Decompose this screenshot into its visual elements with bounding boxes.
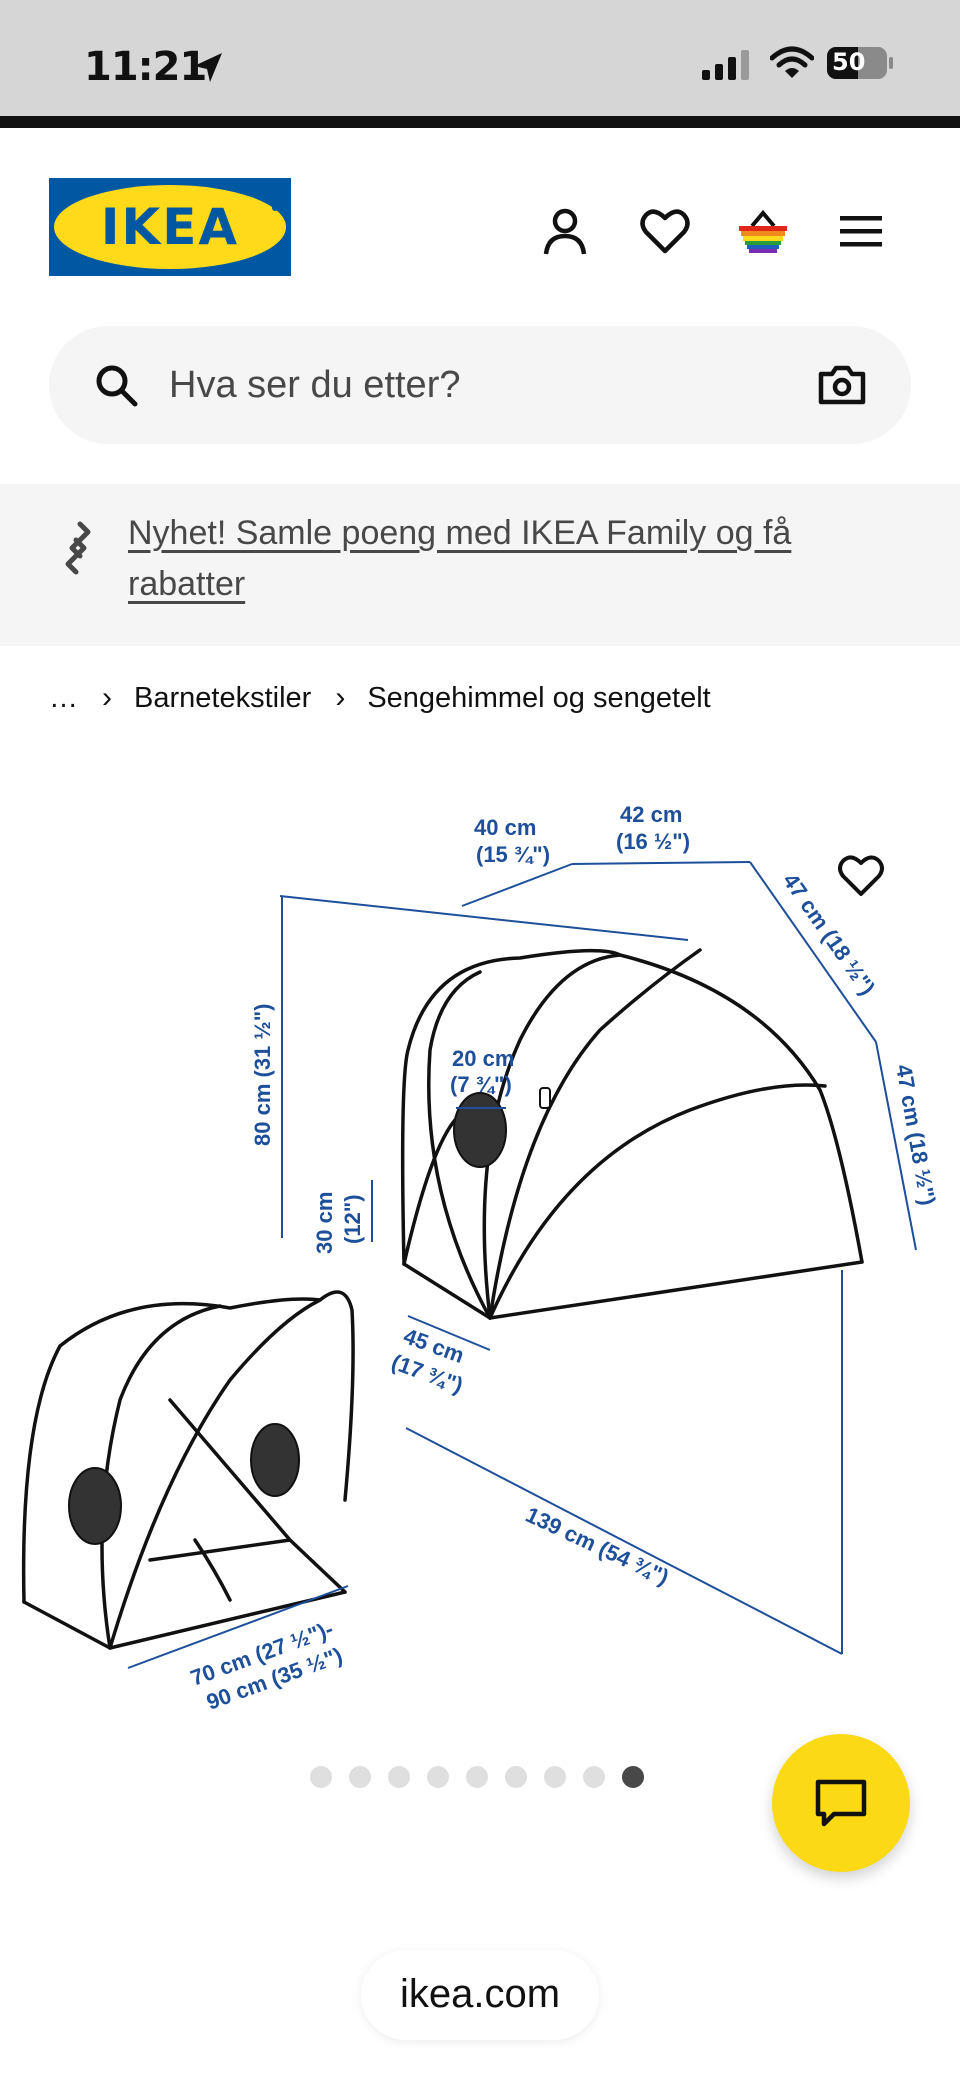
battery-level: 50	[832, 48, 866, 76]
ikea-logo[interactable]: IKEA	[49, 178, 291, 276]
menu-icon[interactable]	[834, 204, 888, 258]
dim-window-in: (7 ¾")	[450, 1072, 512, 1097]
carousel-dot[interactable]	[505, 1766, 527, 1788]
dim-window-cm: 20 cm	[452, 1046, 514, 1071]
carousel-dot[interactable]	[388, 1766, 410, 1788]
chevron-right-icon: ›	[335, 681, 346, 714]
breadcrumb-ellipsis[interactable]: …	[49, 681, 78, 714]
url-bar[interactable]: ikea.com	[361, 1950, 599, 2040]
camera-icon[interactable]	[817, 362, 867, 408]
carousel-dot[interactable]	[310, 1766, 332, 1788]
breadcrumb-item-sengehimmel[interactable]: Sengehimmel og sengetelt	[367, 681, 711, 714]
breadcrumb: … › Barnetekstiler › Sengehimmel og seng…	[49, 676, 711, 720]
dim-length: 139 cm (54 ¾")	[522, 1502, 673, 1590]
search-icon	[96, 365, 138, 407]
basket-icon[interactable]	[736, 204, 790, 258]
carousel-dot[interactable]	[349, 1766, 371, 1788]
dim-depth-top-a-cm: 40 cm	[474, 815, 536, 840]
url-text: ikea.com	[399, 1972, 561, 2016]
carousel-dot-active[interactable]	[622, 1766, 644, 1788]
chevron-right-icon: ›	[102, 681, 112, 714]
location-arrow-icon	[194, 53, 222, 82]
dim-side-cm: 30 cm	[312, 1192, 337, 1254]
battery-icon: 50	[826, 46, 894, 80]
promo-banner[interactable]: Nyhet! Samle poeng med IKEA Family og få…	[0, 484, 960, 646]
svg-text:IKEA: IKEA	[101, 198, 239, 256]
add-to-favorites-heart-icon[interactable]	[836, 852, 886, 898]
promo-link[interactable]: Nyhet! Samle poeng med IKEA Family og få…	[128, 514, 792, 603]
carousel-dot[interactable]	[544, 1766, 566, 1788]
link-icon	[65, 521, 91, 575]
browser-edge	[0, 116, 960, 128]
wifi-icon	[770, 46, 814, 78]
product-image[interactable]: 40 cm (15 ¾") 42 cm (16 ½") 47 cm (18 ½"…	[0, 760, 960, 1740]
dim-depth-top-a-in: (15 ¾")	[476, 842, 550, 867]
site-header: IKEA	[0, 128, 960, 318]
dim-depth-top-b-cm: 42 cm	[620, 802, 682, 827]
heart-icon[interactable]	[638, 204, 692, 258]
breadcrumb-item-barnetekstiler[interactable]: Barnetekstiler	[134, 681, 312, 714]
carousel-dot[interactable]	[583, 1766, 605, 1788]
search-bar[interactable]: Hva ser du etter?	[49, 326, 911, 444]
carousel-dots	[310, 1766, 644, 1790]
status-bar: 11:21 50	[0, 0, 960, 116]
dim-depth-top-b-in: (16 ½")	[616, 829, 690, 854]
chat-button[interactable]	[772, 1734, 910, 1872]
carousel-dot[interactable]	[427, 1766, 449, 1788]
status-time: 11:21	[84, 44, 207, 90]
chat-icon	[815, 1779, 867, 1827]
dim-side-in: (12")	[340, 1194, 365, 1244]
dim-height: 80 cm (31 ½")	[250, 1003, 275, 1146]
carousel-dot[interactable]	[466, 1766, 488, 1788]
profile-icon[interactable]	[538, 204, 592, 258]
signal-icon	[702, 50, 749, 80]
dim-arc-b: 47 cm (18 ½")	[891, 1063, 940, 1208]
search-input[interactable]: Hva ser du etter?	[169, 364, 461, 406]
